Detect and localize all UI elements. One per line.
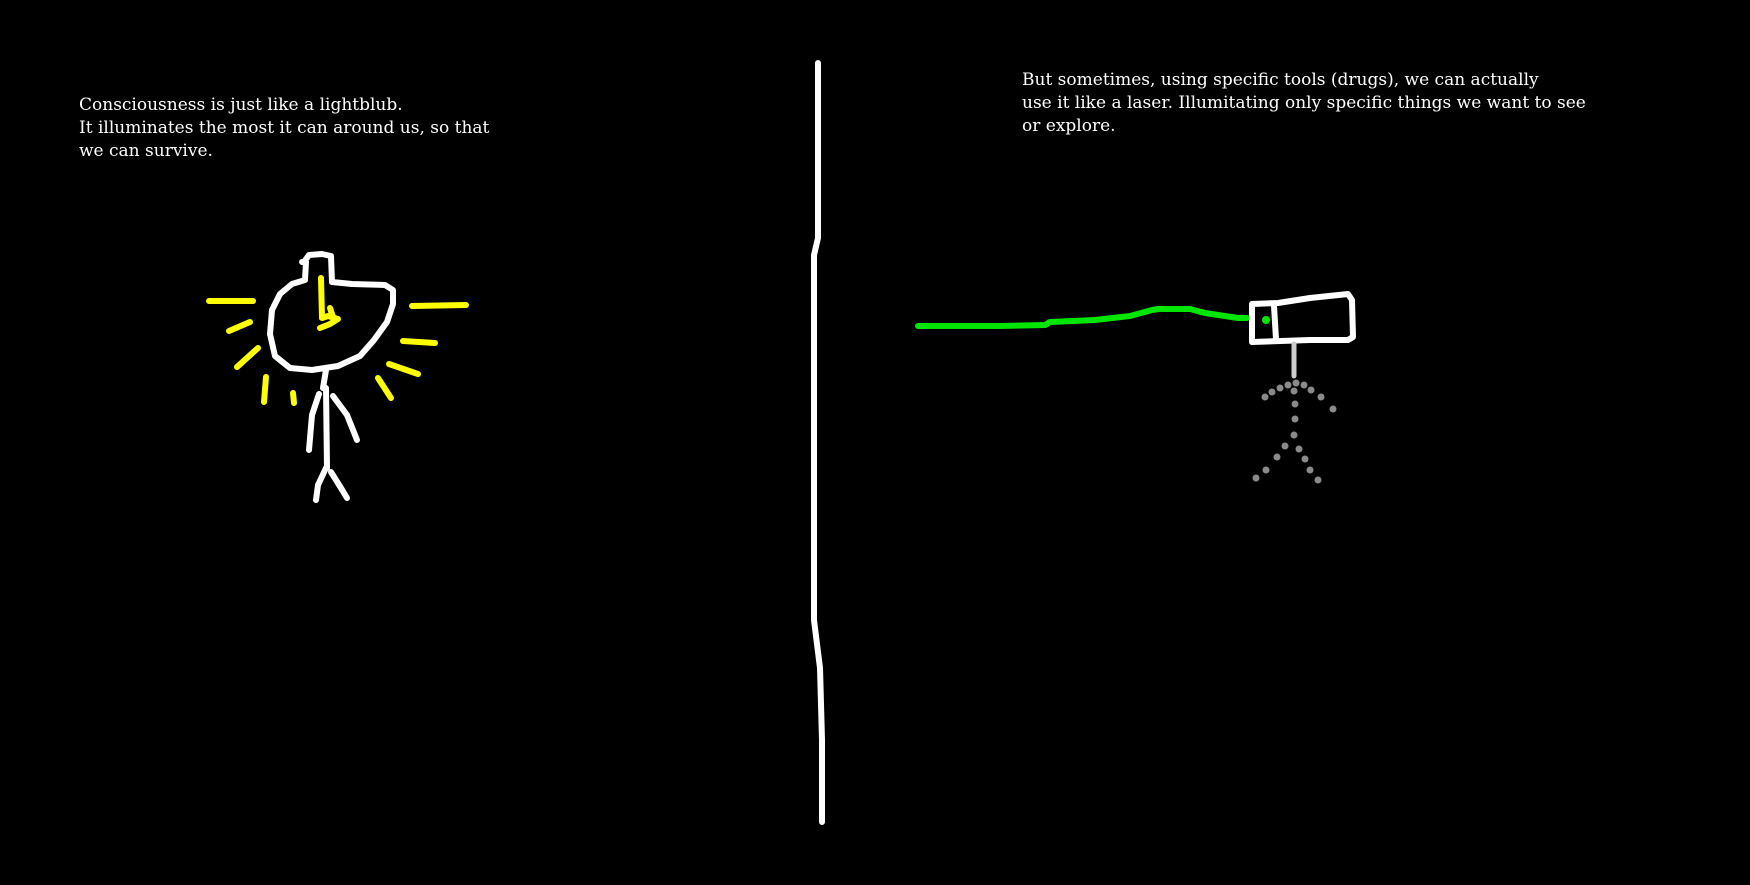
laser-beam (915, 306, 1250, 329)
figure-dot (1284, 381, 1292, 389)
figure-dot (1290, 431, 1298, 439)
stick-legs (313, 465, 350, 503)
figure-dot (1295, 445, 1303, 453)
figure-dot (1300, 381, 1308, 389)
figure-dot (1262, 466, 1270, 474)
laser-source-dot (1262, 316, 1270, 324)
figure-dot (1307, 386, 1315, 394)
lightbulb-figure (267, 251, 396, 503)
left-caption-line-1: Consciousness is just like a lightblub. (79, 95, 403, 115)
left-caption: Consciousness is just like a lightblub. … (79, 94, 489, 163)
right-caption-line-2: use it like a laser. Illumitating only s… (1022, 93, 1586, 113)
light-ray (409, 302, 469, 309)
figure-dot (1314, 476, 1322, 484)
figure-dot (1261, 393, 1269, 401)
flashlight-lens-divider (1271, 303, 1279, 342)
figure-dot (1306, 466, 1314, 474)
figure-dot (1290, 387, 1298, 395)
light-rays (206, 298, 469, 406)
panel-divider-line (811, 60, 825, 825)
figure-dot (1317, 393, 1325, 401)
light-ray (386, 361, 421, 377)
figure-dot (1273, 453, 1281, 461)
light-ray (290, 390, 297, 406)
bulb-filament (317, 275, 341, 331)
figure-dot (1291, 415, 1299, 423)
figure-dot (1252, 474, 1260, 482)
stick-arms (306, 391, 360, 453)
left-caption-line-2: It illuminates the most it can around us… (79, 118, 490, 138)
figure-dot (1281, 442, 1289, 450)
light-ray (400, 338, 438, 346)
lightbulb-head (267, 251, 396, 373)
light-ray (375, 375, 394, 401)
figure-dot (1268, 388, 1276, 396)
light-ray (234, 345, 261, 370)
light-ray (261, 374, 269, 405)
flashlight-figure (1249, 291, 1356, 379)
figure-dot (1291, 400, 1299, 408)
flashlight-head (1249, 291, 1356, 345)
left-caption-line-3: we can survive. (79, 141, 213, 161)
figure-dot (1292, 379, 1300, 387)
figure-dot (1329, 405, 1337, 413)
right-caption: But sometimes, using specific tools (dru… (1022, 69, 1586, 138)
figure-dot (1301, 455, 1309, 463)
stick-body (323, 385, 330, 471)
right-caption-line-1: But sometimes, using specific tools (dru… (1022, 70, 1539, 90)
stick-neck (320, 367, 329, 391)
figure-dot (1276, 384, 1284, 392)
light-ray (226, 319, 253, 334)
dotted-stick-figure (1252, 379, 1337, 484)
right-caption-line-3: or explore. (1022, 116, 1116, 136)
